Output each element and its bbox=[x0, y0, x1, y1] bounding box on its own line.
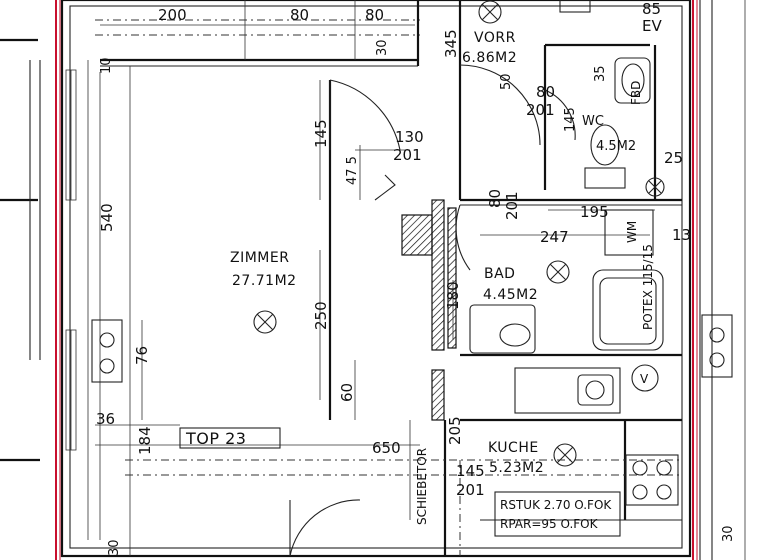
note-ev: EV bbox=[642, 17, 662, 35]
note-potex: POTEX 115/15 bbox=[641, 244, 655, 330]
dimension-label: 30 bbox=[375, 39, 390, 56]
dimension-label: 13 bbox=[672, 226, 691, 244]
door-swings bbox=[289, 64, 576, 557]
note-rpar: RPAR=95 O.FOK bbox=[500, 517, 599, 531]
room-area-bad: 4.45M2 bbox=[483, 287, 538, 303]
note-rstuk: RSTUK 2.70 O.FOK bbox=[500, 498, 612, 512]
dimension-label: 247 bbox=[540, 228, 569, 246]
dimension-label: 201 bbox=[393, 146, 422, 164]
dimension-lines bbox=[95, 24, 655, 540]
dimension-label: 25 bbox=[664, 149, 683, 167]
note-v: V bbox=[640, 372, 649, 386]
light-icon bbox=[645, 177, 665, 197]
room-name-bad: BAD bbox=[484, 266, 515, 282]
dimension-label: 145 bbox=[312, 119, 330, 148]
dimension-label: 205 bbox=[446, 416, 464, 445]
property-boundary bbox=[55, 0, 698, 560]
dimension-label: 130 bbox=[395, 128, 424, 146]
dimension-label: 10 bbox=[99, 57, 114, 74]
room-area-kueche: 5.23M2 bbox=[489, 460, 544, 476]
unit-label-box bbox=[179, 427, 281, 449]
dimension-label: 345 bbox=[442, 29, 460, 58]
dimension-label: 184 bbox=[136, 426, 154, 455]
room-area-zimmer: 27.71M2 bbox=[232, 273, 297, 289]
light-icon bbox=[546, 260, 570, 284]
dimension-label: 145 bbox=[456, 462, 485, 480]
dimension-label: 201 bbox=[503, 191, 521, 220]
dimension-label: 80 bbox=[536, 83, 555, 101]
dimension-label: 85 bbox=[642, 0, 661, 18]
room-name-zimmer: ZIMMER bbox=[230, 250, 289, 266]
dimension-label: 60 bbox=[338, 383, 356, 402]
note-fbd: FBD bbox=[629, 81, 643, 105]
room-name-vorr: VORR bbox=[474, 30, 516, 46]
left-windows bbox=[65, 69, 77, 451]
fixtures bbox=[91, 0, 733, 506]
dimension-label: 30 bbox=[107, 539, 122, 556]
note-schiebetor: SCHIEBETOR bbox=[415, 448, 429, 525]
construction-lines bbox=[87, 0, 680, 556]
light-icon bbox=[553, 443, 577, 467]
dimension-label: 180 bbox=[444, 281, 462, 310]
dimension-label: 30 bbox=[721, 525, 736, 542]
unit-label: TOP 23 bbox=[185, 429, 246, 448]
dimension-label: 80 bbox=[290, 6, 309, 24]
dimension-label: 145 bbox=[563, 107, 578, 132]
dimension-label: 201 bbox=[526, 101, 555, 119]
exterior-walls bbox=[0, 0, 746, 560]
interior-walls bbox=[100, 0, 682, 556]
room-name-kueche: KUCHE bbox=[488, 440, 539, 456]
light-icon bbox=[478, 0, 502, 24]
room-area-wc: 4.5M2 bbox=[596, 139, 636, 154]
dimension-label: 540 bbox=[98, 203, 116, 232]
notes-box bbox=[494, 491, 621, 537]
dimension-label: 200 bbox=[158, 6, 187, 24]
hatched-walls bbox=[401, 199, 457, 421]
dimension-label: 650 bbox=[372, 439, 401, 457]
dimension-label: 76 bbox=[133, 346, 151, 365]
room-area-vorr: 6.86M2 bbox=[462, 50, 517, 66]
room-name-wc: WC bbox=[582, 114, 604, 129]
dimension-label: 35 bbox=[593, 65, 608, 82]
light-icon bbox=[253, 310, 277, 334]
dimension-label: 195 bbox=[580, 203, 609, 221]
dimension-label: 50 bbox=[499, 73, 514, 90]
dimension-label: 80 bbox=[365, 6, 384, 24]
note-wm: WM bbox=[625, 221, 639, 243]
light-fixtures bbox=[253, 0, 665, 467]
dimension-label: 201 bbox=[456, 481, 485, 499]
dimension-label: 36 bbox=[96, 410, 115, 428]
dimension-label: 47 5 bbox=[345, 156, 360, 185]
dimension-label: 80 bbox=[486, 189, 504, 208]
dimension-label: 250 bbox=[312, 301, 330, 330]
